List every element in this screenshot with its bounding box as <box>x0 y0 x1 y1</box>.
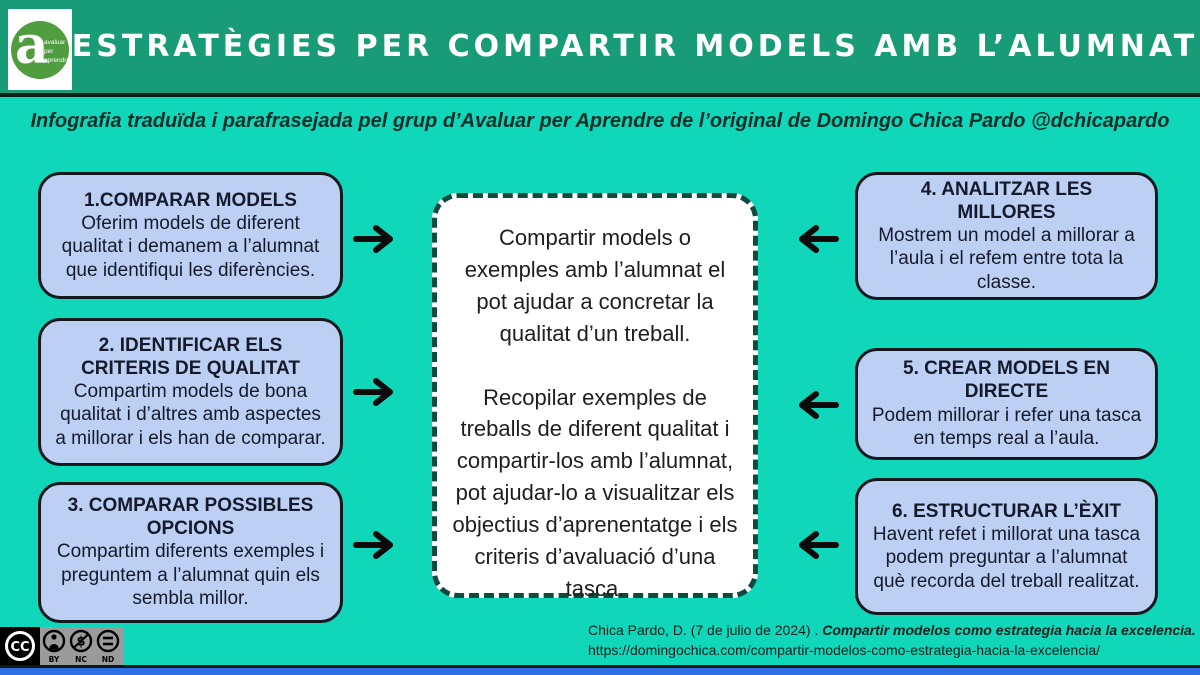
strategy-body: Havent refet i millorat una tasca podem … <box>872 523 1141 592</box>
strategy-title: 2. IDENTIFICAR ELS CRITERIS DE QUALITAT <box>81 334 300 379</box>
header-bar <box>0 0 1200 93</box>
cc-icon-label: CC <box>10 640 29 655</box>
citation-title: Compartir modelos como estrategia hacia … <box>822 622 1196 638</box>
by-icon <box>42 629 66 653</box>
citation: Chica Pardo, D. (7 de julio de 2024) . C… <box>588 620 1200 660</box>
strategy-body: Compartim models de bona qualitat i d’al… <box>55 380 326 449</box>
cc-icon <box>5 631 35 661</box>
arrow-left-icon <box>799 225 839 253</box>
strategy-title: 4. ANALITZAR LES MILLORES <box>920 178 1093 223</box>
nc-icon: $ <box>69 629 93 653</box>
strategy-body: Oferim models de diferent qualitat i dem… <box>61 212 320 281</box>
logo-letter: a <box>15 14 49 76</box>
arrow-right-icon <box>353 225 393 253</box>
citation-line: Chica Pardo, D. (7 de julio de 2024) . C… <box>588 620 1200 640</box>
avaluar-per-aprendre-logo: a avaluar per aprendre <box>8 9 72 90</box>
strategy-box-5: 5. CREAR MODELS EN DIRECTE Podem millora… <box>855 348 1158 460</box>
strategy-box-1: 1.COMPARAR MODELS Oferim models de difer… <box>38 172 343 299</box>
strategy-title: 6. ESTRUCTURAR L’ÈXIT <box>891 500 1122 522</box>
citation-url: https://domingochica.com/compartir-model… <box>588 642 1100 658</box>
bottom-blue-strip <box>0 668 1200 675</box>
strategy-body: Mostrem un model a millorar a l’aula i e… <box>878 224 1135 293</box>
header-divider <box>0 93 1200 97</box>
strategy-box-3: 3. COMPARAR POSSIBLES OPCIONS Compartim … <box>38 482 343 623</box>
strategy-box-4: 4. ANALITZAR LES MILLORES Mostrem un mod… <box>855 172 1158 300</box>
cc-license-badge: CC BY $ NC ND <box>0 627 124 665</box>
arrow-left-icon <box>799 391 839 419</box>
strategy-body: Podem millorar i refer una tasca en temp… <box>871 404 1142 450</box>
logo-text-line: avaluar <box>44 38 66 46</box>
bottom-divider <box>0 665 1200 668</box>
nc-label: NC <box>75 655 87 664</box>
arrow-right-icon <box>353 531 393 559</box>
strategy-box-2: 2. IDENTIFICAR ELS CRITERIS DE QUALITAT … <box>38 318 343 466</box>
attribution-subtitle: Infografia traduïda i parafrasejada pel … <box>30 110 1170 132</box>
summary-box: Compartir models o exemples amb l’alumna… <box>432 193 758 601</box>
nd-label: ND <box>102 655 115 664</box>
logo-circle: a avaluar per aprendre <box>11 15 71 79</box>
strategy-title: 5. CREAR MODELS EN DIRECTE <box>903 358 1110 403</box>
logo-text-line: aprendre <box>44 56 71 64</box>
arrow-right-icon <box>353 378 393 406</box>
strategy-title: 3. COMPARAR POSSIBLES OPCIONS <box>67 495 314 540</box>
strategy-title: 1.COMPARAR MODELS <box>84 189 297 211</box>
strategy-box-6: 6. ESTRUCTURAR L’ÈXIT Havent refet i mil… <box>855 478 1158 615</box>
citation-author: Chica Pardo, D. (7 de julio de 2024) . <box>588 622 823 638</box>
page-title: ESTRATÈGIES PER COMPARTIR MODELS AMB L’A… <box>71 29 1199 64</box>
summary-paragraph-1: Compartir models o exemples amb l’alumna… <box>464 225 726 346</box>
arrow-left-icon <box>799 531 839 559</box>
logo-text-line: per <box>44 47 54 55</box>
nd-icon <box>96 629 120 653</box>
summary-paragraph-2: Recopilar exemples de treballs de difere… <box>452 384 738 601</box>
by-label: BY <box>49 655 60 664</box>
strategy-body: Compartim diferents exemples i preguntem… <box>56 541 325 610</box>
